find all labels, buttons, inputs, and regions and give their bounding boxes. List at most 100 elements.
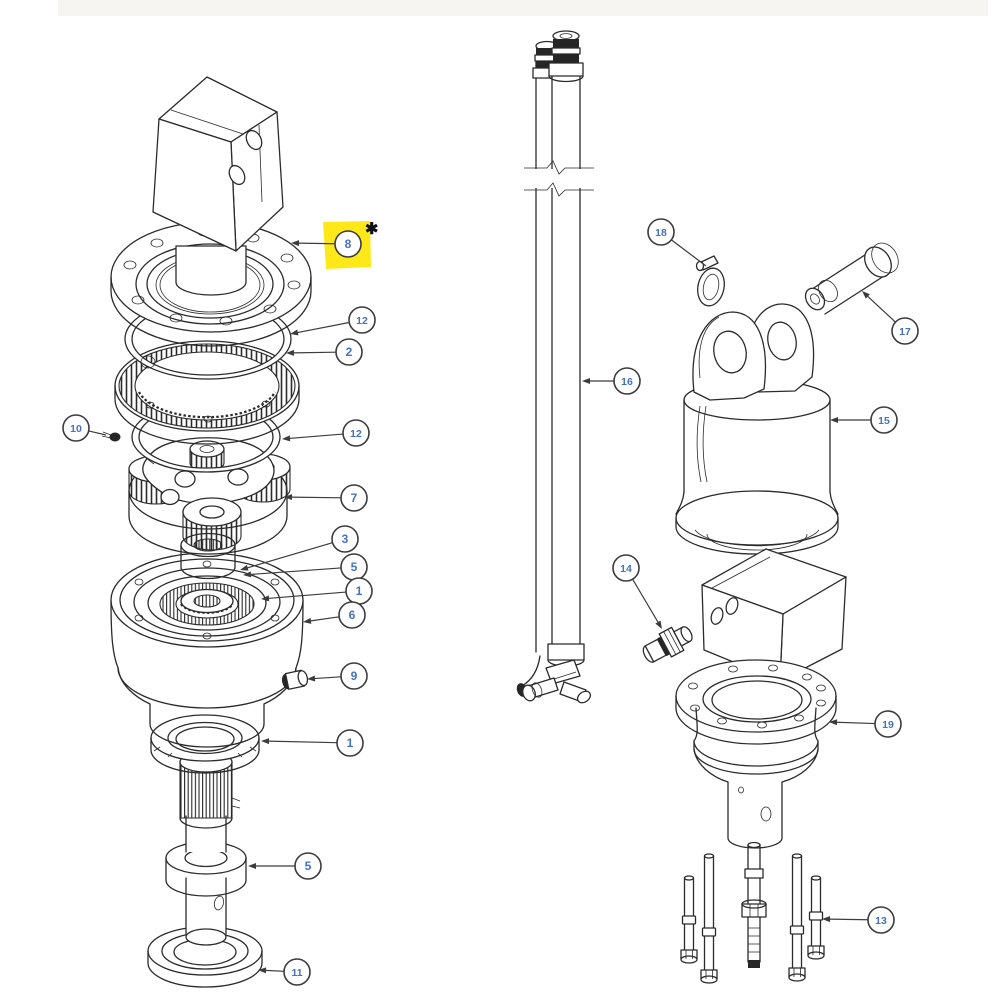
callout-circle (335, 338, 363, 366)
callout-number: 17 (899, 326, 911, 338)
leader-line (866, 295, 896, 323)
callout-circle (870, 406, 898, 434)
callout-circle (874, 710, 902, 738)
leader-line (309, 616, 340, 622)
bolt (680, 875, 698, 964)
callout-10[interactable]: 10 (62, 414, 107, 442)
callout-circle (340, 662, 368, 690)
center-stud (741, 841, 767, 968)
callout-6[interactable]: 6 (303, 601, 366, 629)
bolt (700, 853, 718, 984)
callout-circle (891, 317, 919, 345)
bearing (150, 714, 260, 774)
plug (281, 669, 309, 690)
callout-number: 10 (70, 423, 82, 435)
callout-circle (612, 554, 640, 582)
callout-number: 7 (351, 491, 358, 505)
motor-housing (152, 76, 284, 296)
clip (695, 255, 725, 307)
set-screw (101, 431, 121, 442)
callout-number: 9 (351, 669, 358, 683)
callout-circle (348, 306, 376, 334)
callout-12[interactable]: 12 (282, 419, 370, 447)
ring-gear (114, 340, 300, 445)
bolt (807, 875, 825, 960)
callout-circle (331, 525, 359, 553)
leader-line (671, 239, 707, 267)
callout-number: 8 (345, 237, 352, 251)
callout-number: 1 (347, 736, 354, 750)
mounting-bolts (680, 853, 825, 984)
callout-circle (62, 414, 90, 442)
leader-line (264, 969, 285, 972)
leader-arrowhead (582, 378, 590, 384)
leader-line (267, 740, 338, 744)
callout-number: 16 (621, 376, 633, 388)
callout-18[interactable]: 18 (647, 218, 707, 267)
rotator-unit (675, 548, 847, 849)
callout-circle (613, 367, 641, 395)
bolt (788, 853, 806, 982)
callout-circle (867, 906, 895, 934)
callout-number: 15 (878, 415, 890, 427)
hydraulic-cylinder (675, 303, 839, 555)
fitting (642, 626, 693, 663)
leader-arrowhead (284, 494, 293, 501)
callout-15[interactable]: 15 (830, 406, 898, 434)
leader-arrowhead (243, 571, 252, 578)
leader-arrowhead (282, 435, 291, 442)
callout-19[interactable]: 19 (829, 710, 902, 738)
callout-9[interactable]: 9 (307, 662, 368, 690)
callout-number: 12 (356, 315, 368, 327)
lower-race (147, 926, 263, 988)
callout-number: 11 (291, 967, 302, 979)
callout-circle (336, 729, 364, 757)
leader-arrowhead (291, 240, 300, 247)
leader-line (290, 496, 342, 499)
callout-1[interactable]: 1 (261, 729, 364, 757)
leader-line (249, 567, 342, 576)
leader-line (88, 430, 107, 436)
gearbox-exploded (101, 76, 312, 988)
leader-line (828, 918, 869, 921)
callout-number: 14 (620, 563, 632, 575)
callout-number: 1 (356, 584, 363, 598)
callout-8[interactable]: 8✱ (291, 221, 378, 269)
callout-16[interactable]: 16 (582, 367, 641, 395)
callout-circle (338, 601, 366, 629)
callout-circle (283, 958, 311, 986)
callout-13[interactable]: 13 (822, 906, 895, 934)
callout-circle (340, 484, 368, 512)
leader-arrowhead (248, 863, 256, 869)
leader-line (288, 433, 344, 440)
callout-number: 3 (342, 532, 349, 546)
callout-number: 13 (875, 915, 887, 927)
callout-11[interactable]: 11 (258, 958, 311, 986)
callout-7[interactable]: 7 (284, 484, 368, 512)
clevis-pin (804, 242, 899, 315)
callout-number: 12 (350, 428, 362, 440)
leader-line (835, 721, 876, 725)
callout-12[interactable]: 12 (290, 306, 376, 336)
leader-line (297, 242, 336, 245)
callout-3[interactable]: 3 (240, 525, 359, 571)
leader-line (296, 321, 350, 334)
callout-number: 6 (349, 608, 356, 622)
leader-arrowhead (258, 967, 267, 974)
leader-arrowhead (830, 417, 838, 423)
callout-17[interactable]: 17 (862, 291, 919, 345)
hose-assembly (516, 30, 594, 704)
top-strip (58, 0, 988, 16)
callout-number: 5 (305, 859, 312, 873)
leader-arrowhead (240, 564, 249, 571)
callout-2[interactable]: 2 (286, 338, 363, 366)
callout-circle (334, 230, 362, 258)
callout-5[interactable]: 5 (248, 852, 322, 880)
leader-arrowhead (862, 291, 870, 299)
callout-14[interactable]: 14 (612, 554, 662, 629)
output-shaft (165, 751, 247, 946)
leader-arrowhead (261, 595, 270, 602)
